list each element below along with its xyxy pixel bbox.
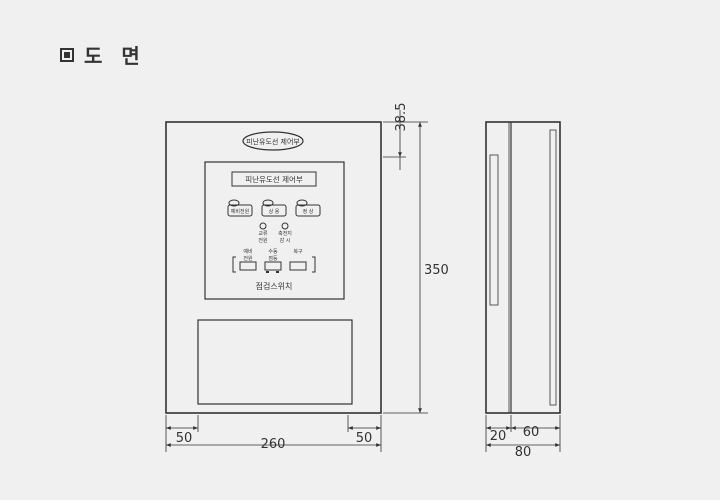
dim-side-front: 20 — [490, 429, 507, 444]
dim-width-left: 50 — [176, 431, 193, 446]
indicator-button-label: 정 상 — [303, 208, 314, 215]
page-heading: 도 면 — [60, 40, 146, 69]
svg-text:점등: 점등 — [268, 255, 278, 262]
control-panel — [204, 161, 345, 300]
switch-spare-power: 예비 전원 — [239, 248, 257, 271]
front-dimensions — [165, 110, 428, 452]
svg-text:예비: 예비 — [243, 248, 252, 255]
svg-text:수동: 수동 — [268, 249, 278, 255]
square-bullet-icon — [60, 47, 74, 62]
front-view: 피난유도선 제어부 피난유도선 제어부 예비전원 상 용 정 상 교류 전원 — [165, 121, 382, 414]
switch-bracket-left — [232, 256, 236, 273]
switch-bracket-right — [312, 256, 316, 273]
front-outline — [165, 121, 382, 414]
dim-height-total: 350 — [424, 263, 449, 278]
panel-title: 피난유도선 제어부 — [245, 174, 303, 184]
svg-text:전원: 전원 — [258, 237, 268, 244]
dim-side-body: 60 — [523, 425, 540, 440]
switch-caption: 점검스위치 — [256, 281, 293, 291]
indicator-button-label: 예비전원 — [231, 208, 250, 215]
top-label: 피난유도선 제어부 — [246, 137, 300, 146]
dim-width-total: 260 — [261, 437, 286, 452]
page-title: 도 면 — [84, 44, 146, 68]
panel-title-box — [231, 171, 317, 187]
svg-text:복구: 복구 — [293, 249, 303, 255]
indicator-button-3: 정 상 — [295, 199, 321, 217]
svg-text:전원: 전원 — [243, 255, 253, 262]
side-dimensions — [485, 415, 561, 452]
dim-height-top: 38.5 — [394, 103, 409, 132]
svg-text:교류: 교류 — [258, 231, 268, 237]
dim-side-total: 80 — [515, 445, 532, 460]
dim-width-right: 50 — [356, 431, 373, 446]
top-label-ellipse — [242, 131, 304, 151]
indicator-button-2: 상 용 — [261, 199, 287, 217]
switch-manual-light: 수동 점등 — [264, 249, 282, 273]
indicator-button-1: 예비전원 — [227, 199, 253, 217]
lamp-ac-power: 교류 전원 — [258, 222, 268, 244]
side-view — [485, 121, 561, 414]
svg-text:감 시: 감 시 — [280, 237, 291, 244]
lower-window — [197, 319, 353, 405]
switch-restore: 복구 — [289, 249, 307, 271]
indicator-button-label: 상 용 — [269, 208, 280, 215]
svg-text:축전지: 축전지 — [278, 230, 292, 237]
lamp-battery: 축전지 감 시 — [278, 222, 292, 244]
